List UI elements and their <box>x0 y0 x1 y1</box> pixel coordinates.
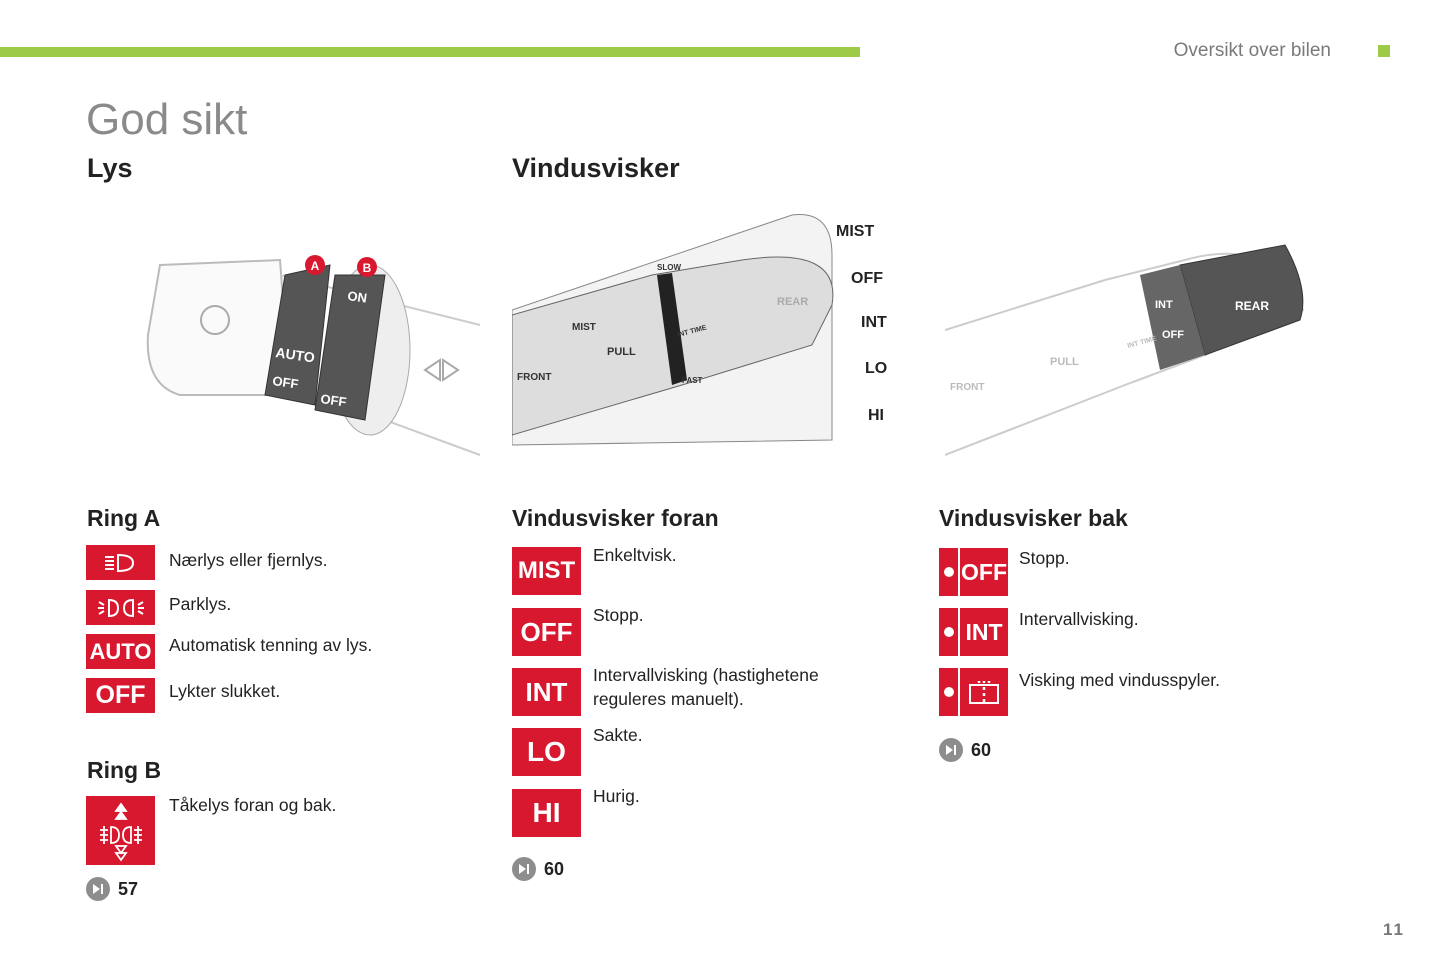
ring-b-on-label: ON <box>347 288 368 306</box>
header-accent-bar <box>0 47 860 57</box>
page-ref-icon <box>86 877 110 901</box>
front-wiper-heading: Vindusvisker foran <box>512 505 719 531</box>
auto-icon: AUTO <box>86 634 155 669</box>
fog-light-icon <box>86 796 155 865</box>
section-title: Oversikt over bilen <box>1173 40 1331 61</box>
rear-illus-rear-label: REAR <box>1235 299 1269 313</box>
ring-b-off-label: OFF <box>320 391 348 409</box>
ring-a-text: Automatisk tenning av lys. <box>169 635 373 655</box>
rear-wiper-illustration: FRONT PULL INT TIME INT OFF REAR <box>945 244 1305 456</box>
page-title: God sikt <box>86 95 248 144</box>
rear-int-label: INT <box>960 608 1008 656</box>
hi-icon: HI <box>512 789 581 837</box>
fast-label: FAST <box>682 376 703 385</box>
ring-a-auto-label: AUTO <box>275 344 316 365</box>
off-icon: OFF <box>512 608 581 656</box>
light-stalk-illustration: A B AUTO OFF ON OFF <box>146 255 481 456</box>
ring-a-text: Lykter slukket. <box>169 681 281 701</box>
page-ref-number: 60 <box>971 739 992 760</box>
ring-a-off-label: OFF <box>272 373 300 391</box>
pos-int: INT <box>861 314 887 331</box>
stalk-mist-label: MIST <box>572 322 596 333</box>
pos-mist: MIST <box>836 223 874 240</box>
front-wiper-text: Hurig. <box>593 786 640 806</box>
wipers-heading: Vindusvisker <box>512 153 680 183</box>
front-wiper-text: Stopp. <box>593 605 644 625</box>
page-ref-number: 57 <box>118 878 139 899</box>
ring-a-marker: A <box>311 259 320 273</box>
ring-b-text: Tåkelys foran og bak. <box>169 795 337 815</box>
pos-hi: HI <box>868 407 884 424</box>
page-reference[interactable]: 60 <box>939 738 991 762</box>
slow-label: SLOW <box>657 263 681 272</box>
parking-light-icon <box>86 590 155 625</box>
page-number: 11 <box>1383 920 1405 939</box>
rear-label: REAR <box>777 296 808 308</box>
page-reference[interactable]: 57 <box>86 877 138 901</box>
pull-label: PULL <box>607 346 636 358</box>
ring-b-heading: Ring B <box>87 757 162 783</box>
pos-lo: LO <box>865 360 887 377</box>
ring-a-text: Parklys. <box>169 594 232 614</box>
front-wiper-text: Sakte. <box>593 725 643 745</box>
lo-icon: LO <box>512 728 581 776</box>
front-wiper-text: Enkeltvisk. <box>593 545 677 565</box>
int-icon: INT <box>512 668 581 716</box>
front-label: FRONT <box>517 372 551 383</box>
mist-icon: MIST <box>512 547 581 595</box>
ring-b-marker: B <box>363 261 372 275</box>
rear-illus-int-label: INT <box>1155 299 1173 311</box>
rear-wiper-text: Stopp. <box>1019 548 1070 568</box>
rear-wiper-heading: Vindusvisker bak <box>939 505 1128 531</box>
page-ref-icon <box>939 738 963 762</box>
washer-icon <box>939 668 1008 716</box>
rear-illus-off-label: OFF <box>1162 329 1184 341</box>
rear-int-icon: INT <box>939 608 1008 656</box>
off-icon: OFF <box>86 678 155 713</box>
rear-off-icon: OFF <box>939 548 1008 596</box>
page-reference[interactable]: 60 <box>512 857 564 881</box>
ring-a-text: Nærlys eller fjernlys. <box>169 550 328 570</box>
ring-a-heading: Ring A <box>87 505 161 531</box>
rear-illus-int-time-label: INT TIME <box>1127 335 1158 350</box>
page-ref-number: 60 <box>544 858 565 879</box>
rear-wiper-text: Visking med vindusspyler. <box>1019 670 1221 690</box>
page-ref-icon <box>512 857 536 881</box>
rear-wiper-text: Intervallvisking. <box>1019 609 1139 629</box>
lights-heading: Lys <box>87 153 133 183</box>
front-wiper-text: Intervallvisking (hastighetene reguleres… <box>593 665 819 709</box>
pos-off: OFF <box>851 270 883 287</box>
front-wiper-illustration: FRONT MIST PULL SLOW FAST INT TIME REAR … <box>512 214 887 446</box>
headlight-beam-icon <box>86 545 155 580</box>
rear-illus-front-label: FRONT <box>950 382 984 393</box>
section-marker <box>1378 45 1390 57</box>
rear-off-label: OFF <box>960 548 1008 596</box>
rear-illus-pull-label: PULL <box>1050 356 1079 368</box>
